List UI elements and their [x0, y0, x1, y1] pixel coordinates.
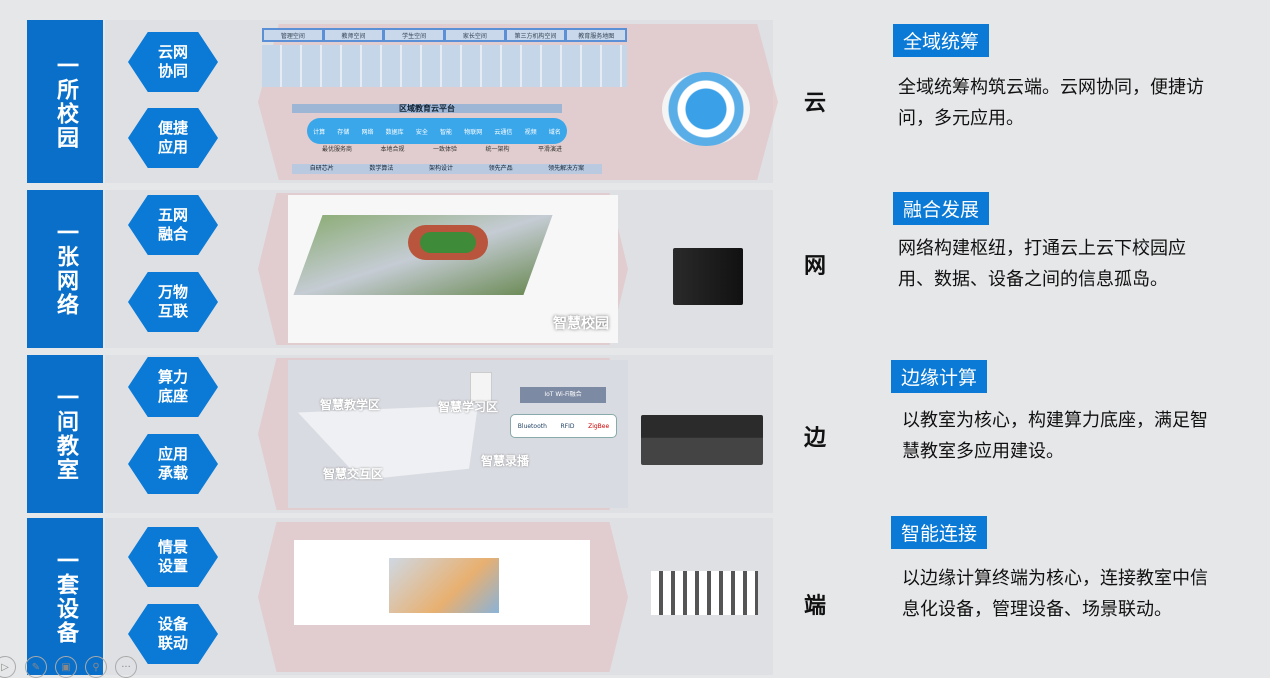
- classroom-devices-diagram: [294, 540, 590, 625]
- rfid-logo: RFID: [560, 422, 575, 430]
- service-label: 存储: [337, 128, 350, 136]
- base-label: 领先产品: [488, 165, 513, 172]
- service-label: 安全: [415, 128, 428, 136]
- desc-smart-connection: 以边缘计算终端为核心，连接教室中信息化设备，管理设备、场景联动。: [902, 568, 1208, 620]
- hex-device-linkage: 设备联动: [128, 604, 218, 664]
- label-cloud: 云: [804, 91, 827, 116]
- tag-smart-connection: 智能连接: [891, 516, 988, 549]
- label-edge: 边: [804, 426, 827, 451]
- feature-label: 平滑演进: [537, 146, 562, 153]
- service-ring-graphic: [662, 72, 750, 146]
- smart-campus-image: 智慧校园: [288, 195, 618, 343]
- smart-campus-label: 智慧校园: [553, 316, 609, 332]
- service-label: 计算: [313, 128, 326, 136]
- hex-scene-settings: 情景设置: [128, 527, 218, 587]
- tag-global-planning: 全域统筹: [893, 24, 990, 57]
- feature-label: 统一架构: [485, 146, 510, 153]
- section-network: 一张网络: [27, 190, 103, 348]
- label-terminal: 端: [804, 594, 827, 619]
- space-label: 管理空间: [264, 30, 322, 40]
- hex-cloud-network: 云网协同: [128, 32, 218, 92]
- service-label: 物联网: [464, 128, 483, 136]
- hex-five-network: 五网融合: [128, 195, 218, 255]
- base-label: 架构设计: [428, 165, 453, 172]
- space-label: 家长空间: [446, 30, 504, 40]
- service-label: 域名: [548, 128, 561, 136]
- service-label: 云通信: [494, 128, 513, 136]
- label-network: 网: [804, 254, 827, 279]
- desc-global-planning: 全域统筹构筑云端。云网协同，便捷访问，多元应用。: [898, 77, 1204, 129]
- zone-teaching: 智慧教学区: [320, 398, 381, 412]
- space-label: 教育服务地图: [567, 30, 626, 40]
- section-devices: 一套设备: [27, 518, 103, 675]
- zone-learning: 智慧学习区: [438, 400, 499, 414]
- platform-label: 区域教育云平台: [292, 104, 562, 113]
- bluetooth-logo: Bluetooth: [517, 422, 547, 430]
- zone-interaction: 智慧交互区: [323, 467, 384, 481]
- desc-integration: 网络构建枢纽，打通云上云下校园应用、数据、设备之间的信息孤岛。: [898, 238, 1186, 290]
- feature-label: 本地合规: [380, 146, 405, 153]
- hex-iot: 万物互联: [128, 272, 218, 332]
- tag-edge-computing: 边缘计算: [891, 360, 988, 393]
- section-classroom: 一间教室: [27, 355, 103, 513]
- server-cabinet-image: [673, 248, 743, 305]
- section-campus: 一所校园: [27, 20, 103, 183]
- space-label: 第三方机构空间: [506, 30, 565, 40]
- service-label: 智能: [440, 128, 453, 136]
- feature-label: 一致体验: [432, 146, 457, 153]
- tag-integration: 融合发展: [893, 192, 990, 225]
- cloud-architecture-diagram: 管理空间 教师空间 学生空间 家长空间 第三方机构空间 教育服务地图 区域教育云…: [262, 28, 627, 176]
- hex-compute-base: 算力底座: [128, 357, 218, 417]
- hex-convenient-apps: 便捷应用: [128, 108, 218, 168]
- edge-computing-device-image: [641, 415, 763, 465]
- base-label: 领先解决方案: [548, 165, 585, 172]
- space-label: 学生空间: [385, 30, 444, 40]
- desc-edge-computing: 以教室为核心，构建算力底座，满足智慧教室多应用建设。: [902, 410, 1208, 462]
- space-label: 教师空间: [324, 30, 383, 40]
- base-label: 自研芯片: [309, 165, 334, 172]
- zigbee-logo: ZigBee: [588, 422, 610, 430]
- classroom-image: IoT Wi-Fi融合 Bluetooth RFID ZigBee 智慧教学区 …: [288, 360, 628, 508]
- zone-recording: 智慧录播: [481, 454, 530, 468]
- feature-label: 最优服务商: [322, 146, 353, 153]
- iot-wifi-label: IoT Wi-Fi融合: [520, 387, 606, 403]
- service-label: 网络: [361, 128, 374, 136]
- base-label: 数学算法: [369, 165, 394, 172]
- hex-app-hosting: 应用承载: [128, 434, 218, 494]
- service-label: 视频: [524, 128, 537, 136]
- service-label: 数据库: [385, 128, 404, 136]
- terminal-devices-image: [651, 571, 758, 615]
